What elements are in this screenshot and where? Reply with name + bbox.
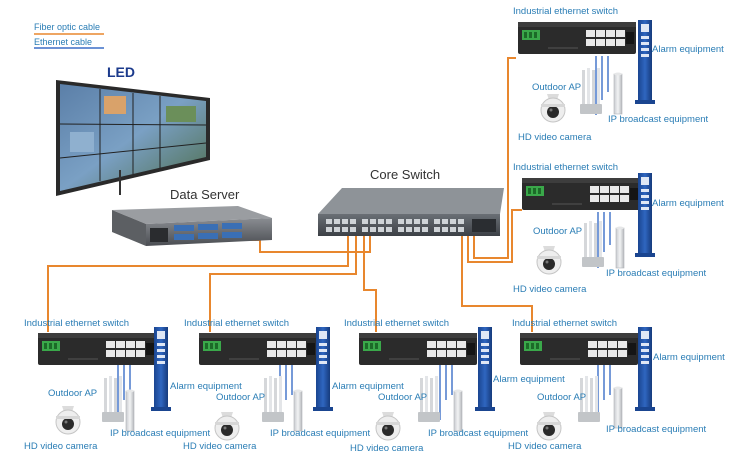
data-server: Data Server [112,187,272,246]
switch-6-label: Industrial ethernet switch [513,162,618,173]
fiber-core-to-switch-1 [47,236,349,332]
industrial-switch-1 [37,332,157,366]
camera-6-label: HD video camera [513,284,587,295]
station-middle-right: Industrial ethernet switch Alarm equipme… [513,162,724,295]
switch-1-label: Industrial ethernet switch [24,318,129,329]
fiber-core-to-switch-4 [461,236,533,332]
alarm-pole-5 [635,20,655,104]
broadcast-1-label: IP broadcast equipment [110,428,211,439]
broadcast-3 [453,389,463,432]
alarm-1-label: Alarm equipment [170,381,242,392]
broadcast-3-label: IP broadcast equipment [428,428,529,439]
outdoor-ap-6 [582,221,604,267]
switch-3-label: Industrial ethernet switch [344,318,449,329]
broadcast-5 [613,72,623,115]
fiber-core-to-switch-6 [467,209,522,263]
camera-3-label: HD video camera [350,443,424,454]
broadcast-6 [615,226,625,269]
camera-2 [214,411,240,441]
switch-4-label: Industrial ethernet switch [512,318,617,329]
broadcast-1 [125,389,135,432]
industrial-switch-4 [519,332,639,366]
industrial-switch-2 [198,332,318,366]
core-switch: Core Switch [318,167,504,236]
alarm-4-label: Alarm equipment [653,352,725,363]
outdoor-ap-2-label: Outdoor AP [216,392,265,403]
broadcast-4 [613,386,623,429]
outdoor-ap-2 [262,376,284,422]
alarm-6-label: Alarm equipment [652,198,724,209]
alarm-5-label: Alarm equipment [652,44,724,55]
industrial-switch-6 [521,177,641,211]
camera-1-label: HD video camera [24,441,98,452]
legend-fiber-label: Fiber optic cable [34,22,100,32]
fiber-core-to-switch-3 [363,236,377,332]
camera-5-label: HD video camera [518,132,592,143]
switch-5-label: Industrial ethernet switch [513,6,618,17]
station-bottom-1: Industrial ethernet switch Alarm equipme… [24,318,242,452]
legend: Fiber optic cable Ethernet cable [34,22,104,49]
alarm-2-label: Alarm equipment [332,381,404,392]
core-switch-label: Core Switch [370,167,440,182]
station-bottom-3: Industrial ethernet switch Alarm equipme… [344,318,565,454]
led-video-wall: LED [56,64,210,196]
outdoor-ap-5-label: Outdoor AP [532,82,581,93]
outdoor-ap-1-label: Outdoor AP [48,388,97,399]
camera-4-label: HD video camera [508,441,582,452]
fiber-core-to-switch-5 [473,57,516,259]
outdoor-ap-5 [580,68,602,114]
fiber-cables [47,57,533,332]
camera-3 [375,411,401,441]
outdoor-ap-1 [102,376,124,422]
outdoor-ap-4-label: Outdoor AP [537,392,586,403]
alarm-pole-6 [635,173,655,257]
camera-2-label: HD video camera [183,441,257,452]
legend-ethernet-label: Ethernet cable [34,37,92,47]
camera-5 [540,93,566,123]
alarm-pole-1 [151,327,171,411]
switch-2-label: Industrial ethernet switch [184,318,289,329]
fiber-core-to-switch-2 [209,236,357,332]
broadcast-2 [293,389,303,432]
outdoor-ap-3-label: Outdoor AP [378,392,427,403]
alarm-pole-2 [313,327,333,411]
led-label: LED [107,64,135,80]
broadcast-2-label: IP broadcast equipment [270,428,371,439]
station-bottom-2: Industrial ethernet switch Alarm equipme… [183,318,404,452]
station-top-right: Industrial ethernet switch Alarm equipme… [513,6,724,143]
outdoor-ap-6-label: Outdoor AP [533,226,582,237]
alarm-pole-4 [635,327,655,411]
data-server-label: Data Server [170,187,240,202]
broadcast-4-label: IP broadcast equipment [606,424,707,435]
alarm-3-label: Alarm equipment [493,374,565,385]
industrial-switch-3 [358,332,478,366]
broadcast-5-label: IP broadcast equipment [608,114,709,125]
alarm-pole-3 [475,327,495,411]
camera-4 [536,411,562,441]
camera-1 [55,405,81,435]
station-bottom-4: Industrial ethernet switch Alarm equipme… [508,318,725,452]
industrial-switch-5 [517,21,637,55]
broadcast-6-label: IP broadcast equipment [606,268,707,279]
camera-6 [536,245,562,275]
